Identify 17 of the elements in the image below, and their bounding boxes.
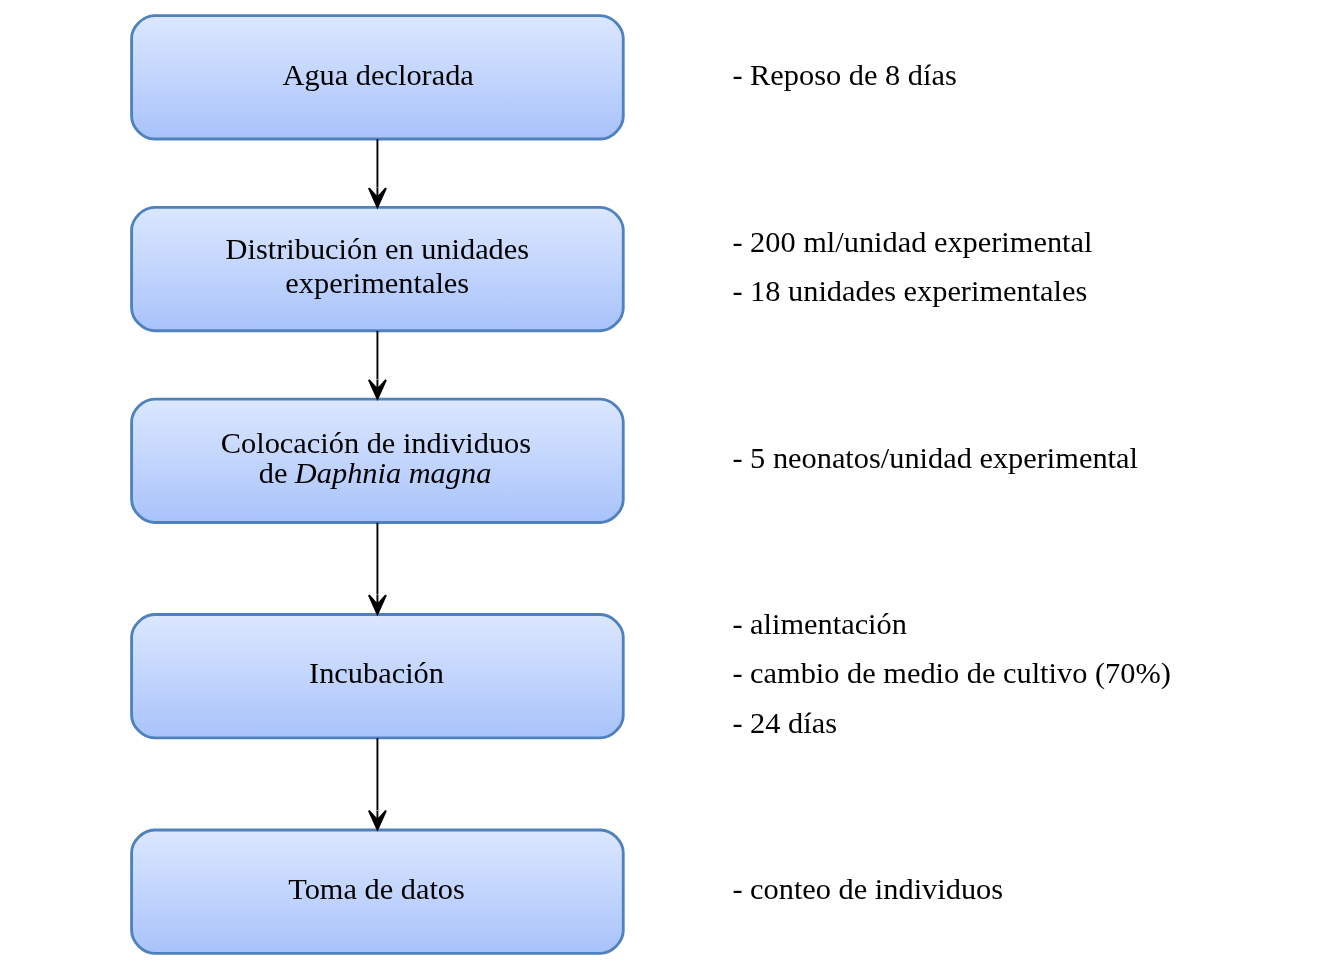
node-label: - 18 unidades experimentales <box>731 273 1087 308</box>
node-label: - cambio de medio de cultivo (70%) <box>731 656 1171 691</box>
node-label: - conteo de individuos <box>731 871 1003 906</box>
arrow <box>367 138 387 209</box>
node-label: - Reposo de 8 días <box>731 57 957 92</box>
arrow <box>367 737 387 831</box>
node-box: Toma de datos <box>129 828 625 955</box>
node-label: - 5 neonatos/unidad experimental <box>731 440 1138 475</box>
node-box: Agua declorada <box>129 14 625 141</box>
arrow <box>367 329 387 400</box>
node-label: - alimentación <box>731 607 907 642</box>
arrow <box>367 521 387 616</box>
node-label: - 24 días <box>731 705 837 740</box>
node-box: Colocación de individuos de Daphnia magna <box>129 397 625 524</box>
node-box: Incubación <box>129 613 625 740</box>
node-box: Distribución en unidades experimentales <box>129 205 625 333</box>
node-label: - 200 ml/unidad experimental <box>731 224 1092 259</box>
